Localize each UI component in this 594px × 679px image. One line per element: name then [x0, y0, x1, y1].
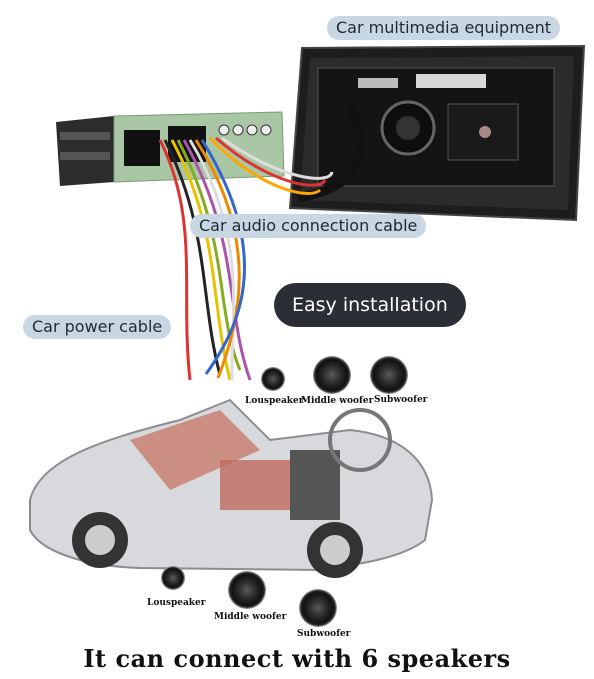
multimedia-unit-image [288, 44, 586, 222]
speaker-label: Subwoofer [297, 629, 351, 639]
multimedia-label: Car multimedia equipment [327, 16, 561, 40]
speaker-icon [229, 572, 265, 608]
power-cable-label: Car power cable [23, 315, 172, 339]
speaker-icon [371, 357, 407, 393]
speaker-label: Middle woofer [214, 612, 287, 622]
speaker-label: Middle woofer [301, 396, 374, 406]
speaker-label: Louspeaker [147, 598, 206, 608]
speaker-label: Subwoofer [374, 395, 428, 405]
speaker-icon [314, 357, 350, 393]
easy-installation-badge: Easy installation [274, 283, 466, 327]
car-cutaway-image [29, 398, 434, 578]
speaker-icon [262, 368, 284, 390]
speaker-icon [162, 567, 184, 589]
headline-text: It can connect with 6 speakers [83, 644, 511, 673]
speaker-icon [300, 590, 336, 626]
cables-image [158, 136, 334, 381]
speaker-label: Louspeaker [245, 396, 304, 406]
audio-cable-label: Car audio connection cable [190, 214, 427, 238]
